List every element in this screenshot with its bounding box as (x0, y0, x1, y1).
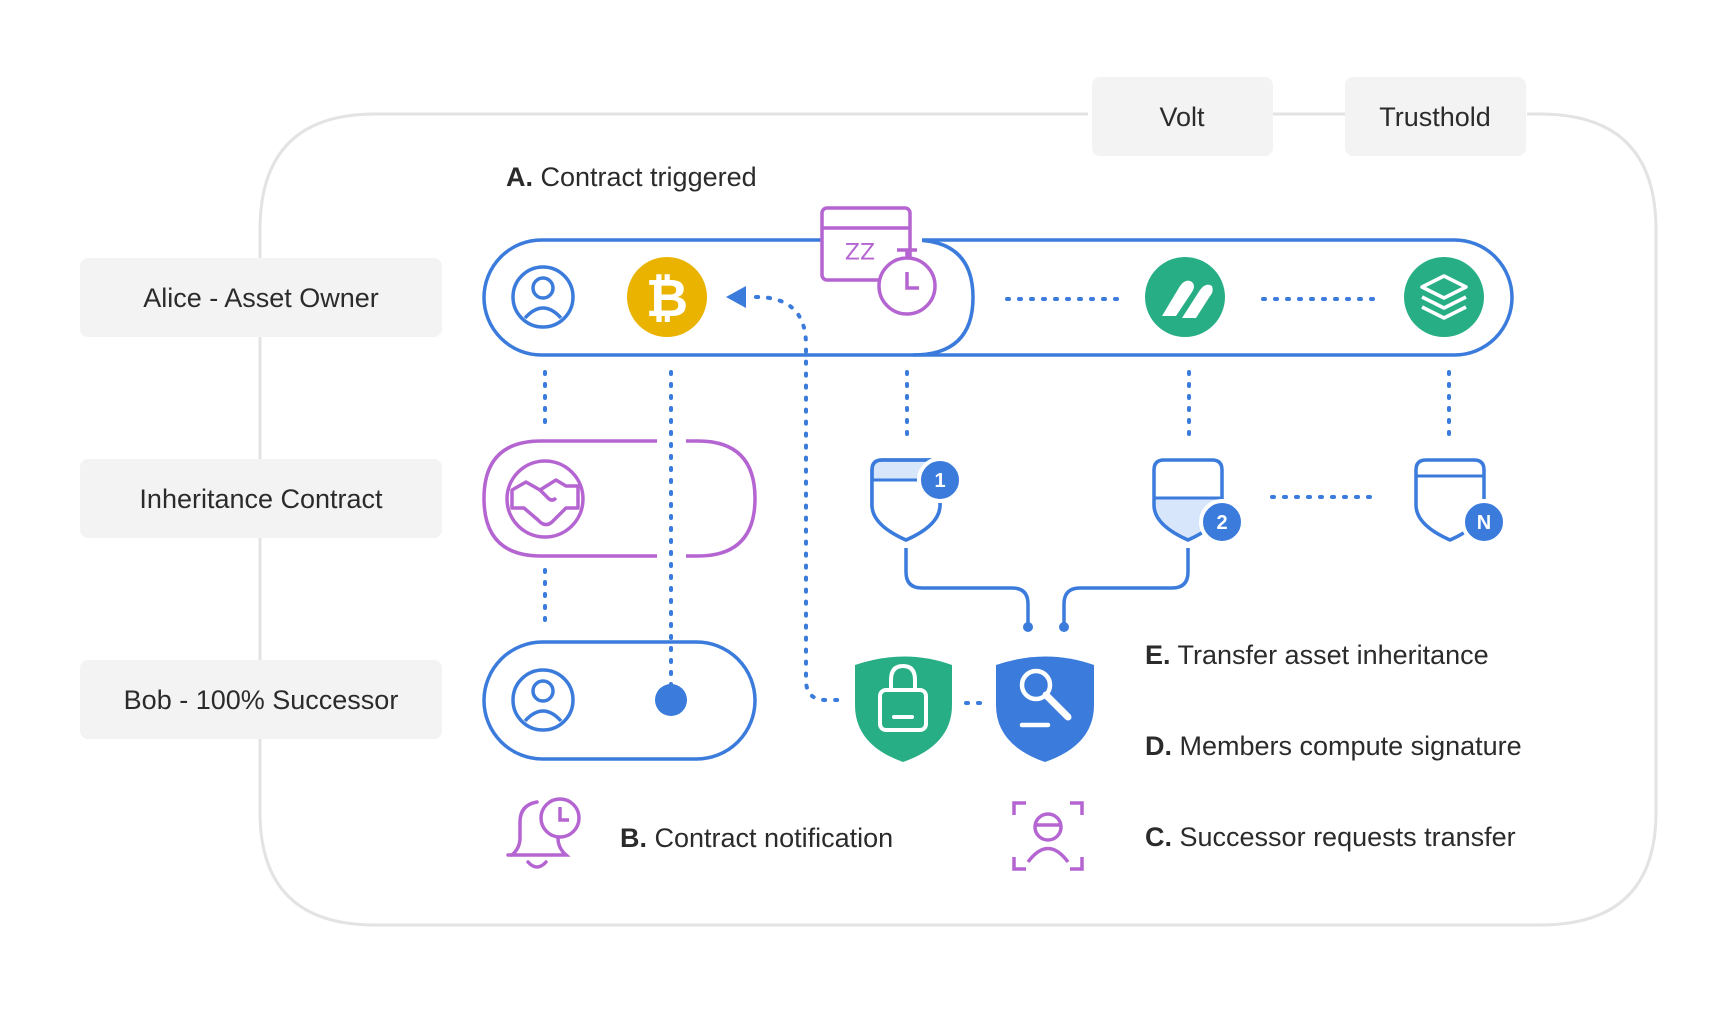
svg-text:N: N (1477, 512, 1491, 534)
member-shield-1: 1 (870, 457, 963, 542)
trusthold-logo-icon (1404, 257, 1484, 337)
step-c-label: C. Successor requests transfer (1145, 822, 1516, 852)
bob-avatar-icon (511, 668, 575, 732)
svg-text:ZZ: ZZ (845, 241, 875, 266)
sleep-timer-icon: ZZ (820, 206, 937, 316)
bitcoin-icon: ₿ (627, 257, 707, 337)
face-scan-icon (1012, 801, 1084, 871)
row-label-alice: Alice - Asset Owner (80, 258, 442, 337)
svg-text:Inheritance Contract: Inheritance Contract (139, 484, 383, 514)
signature-connector-1 (904, 548, 1030, 625)
alice-segment-divider (912, 238, 975, 357)
row-label-contract: Inheritance Contract (80, 459, 442, 538)
svg-text:Alice - Asset Owner: Alice - Asset Owner (143, 283, 379, 313)
step-d-label: D. Members compute signature (1145, 731, 1522, 761)
bob-nodes-pill (482, 640, 757, 761)
alice-nodes-pill (482, 238, 1514, 357)
step-a-label: A. Contract triggered (506, 162, 757, 192)
step-b-label: B. Contract notification (620, 823, 893, 853)
signature-connector-2 (1062, 548, 1190, 625)
outer-frame (258, 112, 1658, 927)
svg-text:Bob - 100% Successor: Bob - 100% Successor (124, 685, 399, 715)
tab-volt: Volt (1092, 77, 1273, 156)
tab-trusthold: Trusthold (1345, 77, 1526, 156)
step-e-label: E. Transfer asset inheritance (1145, 640, 1489, 670)
key-shield-icon (996, 656, 1094, 762)
member-shield-2: 2 (1152, 458, 1245, 545)
svg-text:Trusthold: Trusthold (1379, 102, 1491, 132)
contract-trigger-arrow (726, 286, 847, 702)
contract-pill (482, 439, 757, 558)
bob-endpoint-dot (655, 684, 687, 716)
svg-text:2: 2 (1216, 512, 1227, 534)
volt-logo-icon (1145, 257, 1225, 337)
lock-shield-icon (855, 656, 952, 762)
svg-text:₿: ₿ (646, 269, 688, 329)
handshake-icon (505, 459, 585, 539)
svg-text:1: 1 (934, 470, 945, 492)
svg-text:Volt: Volt (1159, 102, 1205, 132)
member-shield-n: N (1414, 458, 1507, 545)
row-label-bob: Bob - 100% Successor (80, 660, 442, 739)
alice-avatar-icon (511, 265, 575, 329)
bell-clock-icon (506, 797, 581, 869)
